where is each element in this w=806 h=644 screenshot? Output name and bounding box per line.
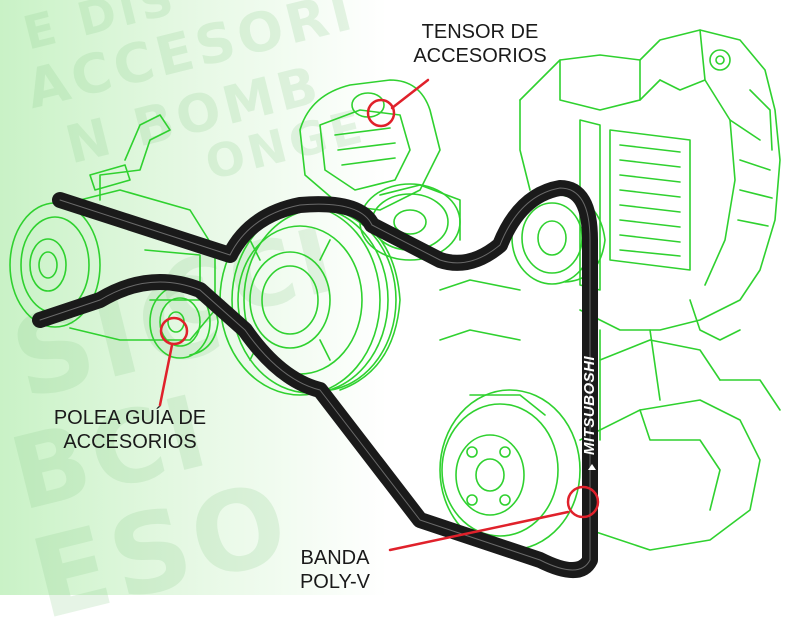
- serpentine-belt: [32, 180, 598, 578]
- tensor-callout-label: TENSOR DE ACCESORIOS: [380, 20, 580, 68]
- power-steering-pump: [9, 114, 216, 341]
- belt-callout-label: BANDA POLY-V: [275, 546, 395, 594]
- ac-compressor: [439, 339, 781, 551]
- tensor-leader-line: [390, 78, 430, 110]
- idler-callout-line1: POLEA GUÍA DE: [53, 407, 207, 429]
- idler-callout-label: POLEA GUÍA DE ACCESORIOS: [30, 406, 230, 454]
- alternator: [519, 29, 781, 341]
- idler-leader-line: [158, 343, 174, 407]
- tensor-marker-circle: [366, 98, 396, 128]
- idler-callout-line2: ACCESORIOS: [63, 431, 197, 453]
- belt-callout-line1: BANDA: [300, 547, 370, 569]
- tensor-callout-line2: ACCESORIOS: [413, 45, 547, 67]
- idler-marker-circle: [159, 316, 189, 346]
- belt-brand-label: MITSUBOSHI: [581, 356, 598, 456]
- tensor-callout-line1: TENSOR DE: [421, 21, 539, 43]
- belt-brand-logo-icon: [588, 464, 596, 470]
- engine-block-outline: [439, 279, 661, 441]
- belt-leader-line: [388, 510, 570, 552]
- engine-accessory-drive-illustration: MITSUBOSHI: [9, 29, 781, 578]
- belt-marker-circle: [566, 485, 600, 519]
- belt-callout-line2: POLY-V: [299, 571, 371, 593]
